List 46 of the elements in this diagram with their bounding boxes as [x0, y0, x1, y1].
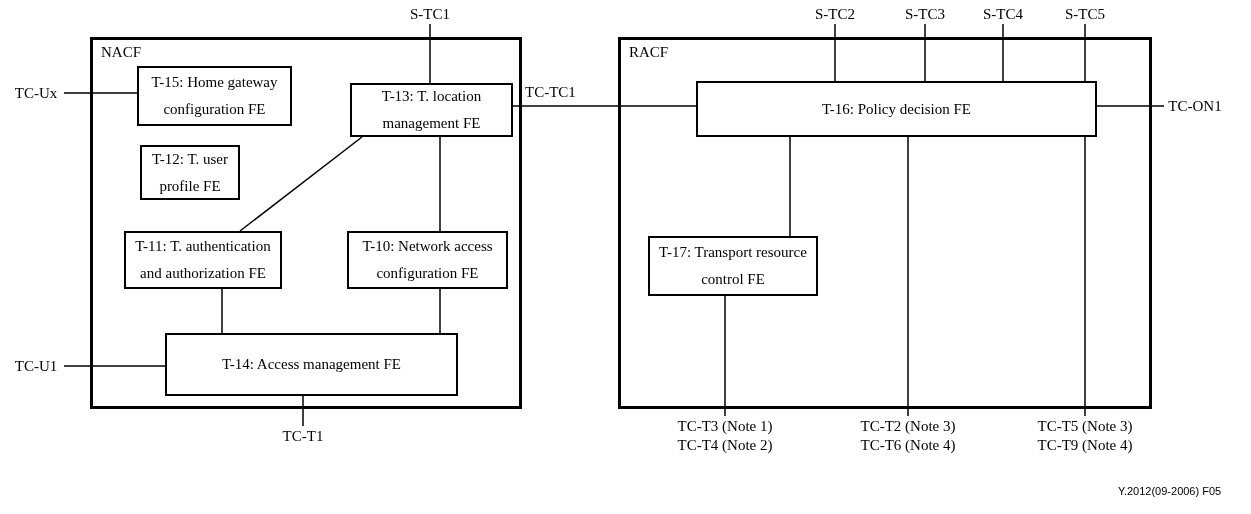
connector-line: [63, 92, 138, 94]
connector-line: [1084, 136, 1086, 417]
reference-point-label: S-TC2: [815, 4, 855, 24]
function-box: T-16: Policy decision FE: [696, 81, 1097, 137]
reference-point-label: TC-ON1: [1168, 96, 1222, 116]
reference-point-label: S-TC5: [1065, 4, 1105, 24]
group-box: [90, 37, 522, 409]
connector-line: [512, 105, 697, 107]
reference-point-label: TC-T2 (Note 3): [860, 417, 956, 436]
function-box: T-15: Home gateway configuration FE: [137, 66, 292, 126]
reference-point-label: S-TC3: [905, 4, 945, 24]
group-box: [618, 37, 1152, 409]
connector-line: [63, 365, 166, 367]
connector-line: [789, 136, 791, 237]
connector-line: [1002, 23, 1004, 82]
group-title: NACF: [101, 44, 141, 61]
connector-line: [439, 288, 441, 334]
figure-number: Y.2012(09-2006) F05: [1118, 485, 1222, 497]
connector-line: [439, 136, 441, 232]
connector-line: [1084, 23, 1086, 82]
reference-point-label: TC-T5 (Note 3): [1037, 417, 1133, 436]
connector-line: [302, 395, 304, 427]
connector-line: [834, 23, 836, 82]
connector-line: [221, 288, 223, 334]
reference-point-label: TC-U1: [14, 356, 58, 376]
reference-point-label: TC-Ux: [14, 83, 58, 103]
reference-point-label: TC-T6 (Note 4): [860, 436, 956, 455]
group-title: RACF: [629, 44, 669, 61]
connector-line: [239, 136, 363, 232]
function-box: T-11: T. authentication and authorization FE: [124, 231, 282, 289]
function-box: T-13: T. location management FE: [350, 83, 513, 137]
connector-line: [907, 136, 909, 417]
reference-point-label: S-TC1: [410, 4, 450, 24]
reference-point-label: TC-T1: [282, 426, 324, 446]
reference-point-label: S-TC4: [983, 4, 1023, 24]
function-box: T-12: T. user profile FE: [140, 145, 240, 200]
function-box: T-17: Transport resource control FE: [648, 236, 818, 296]
connector-line: [724, 295, 726, 417]
function-box: T-14: Access management FE: [165, 333, 458, 396]
reference-point-label: TC-T3 (Note 1): [677, 417, 773, 436]
connector-line: [924, 23, 926, 82]
reference-point-label: TC-T4 (Note 2): [677, 436, 773, 455]
connector-line: [1096, 105, 1165, 107]
function-box: T-10: Network access configuration FE: [347, 231, 508, 289]
connector-line: [429, 23, 431, 84]
reference-point-label: TC-T9 (Note 4): [1037, 436, 1133, 455]
